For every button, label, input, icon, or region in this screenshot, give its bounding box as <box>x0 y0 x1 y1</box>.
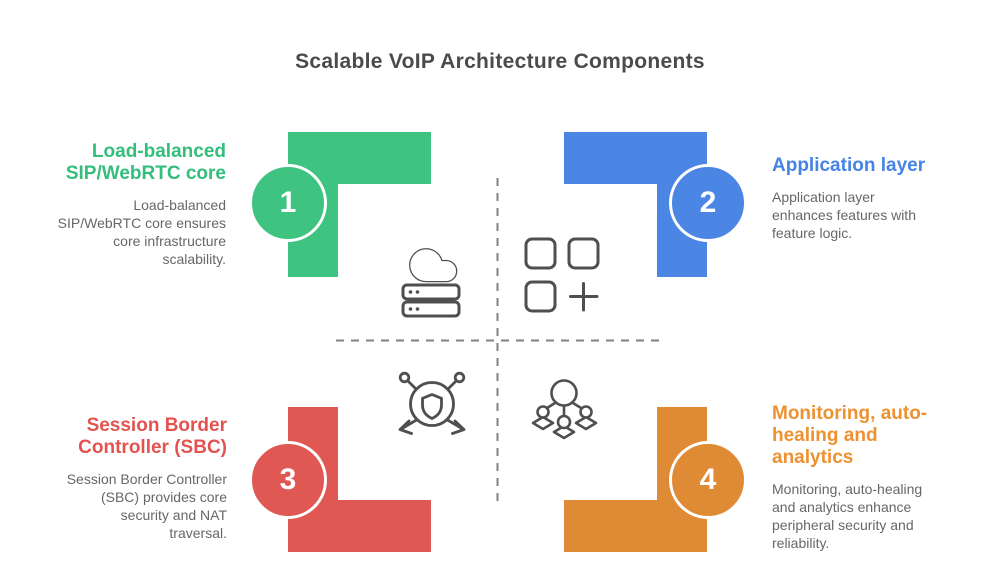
shield-network-icon <box>392 367 476 441</box>
q1-step-number: 1 <box>279 186 297 219</box>
q2-title: Application layer <box>772 155 926 176</box>
q4-title: Monitoring, auto- healing and analytics <box>772 403 928 468</box>
q2-text-block: Application layer Application layer enha… <box>772 155 987 242</box>
q3-title: Session Border Controller (SBC) <box>78 415 227 458</box>
q4-description: Monitoring, auto-healing and analytics e… <box>772 481 923 551</box>
q3-text-block: Session Border Controller (SBC) Session … <box>0 415 227 542</box>
q1-text-block: Load-balanced SIP/WebRTC core Load-balan… <box>26 141 226 268</box>
q2-step-circle: 2 <box>669 164 747 242</box>
q3-description: Session Border Controller (SBC) provides… <box>66 471 227 541</box>
q2-description: Application layer enhances features with… <box>772 189 916 241</box>
q2-step-number: 2 <box>699 186 717 219</box>
q4-step-circle: 4 <box>669 441 747 519</box>
q3-step-number: 3 <box>279 463 297 496</box>
q4-step-number: 4 <box>699 463 717 496</box>
app-grid-plus-icon <box>524 237 600 313</box>
q4-text-block: Monitoring, auto- healing and analytics … <box>772 403 992 552</box>
q1-title: Load-balanced SIP/WebRTC core <box>65 141 226 184</box>
distributed-nodes-icon <box>531 379 601 440</box>
q3-step-circle: 3 <box>249 441 327 519</box>
q1-step-circle: 1 <box>249 164 327 242</box>
cloud-server-icon <box>401 236 461 318</box>
q1-description: Load-balanced SIP/WebRTC core ensures co… <box>57 197 226 267</box>
page-title: Scalable VoIP Architecture Components <box>295 50 705 73</box>
